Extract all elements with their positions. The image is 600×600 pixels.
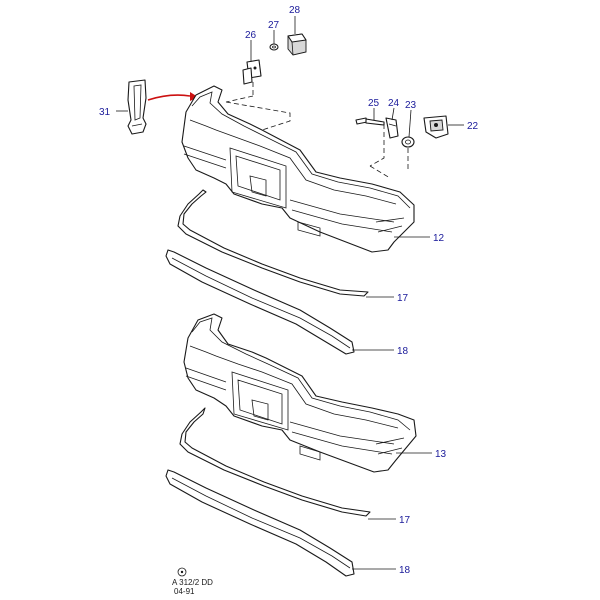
part-27-washer bbox=[269, 43, 279, 51]
assembly-line-upper-clip bbox=[225, 82, 291, 131]
callout-31: 31 bbox=[99, 107, 111, 118]
reference-stamp-icon bbox=[177, 567, 187, 577]
callout-27: 27 bbox=[268, 20, 280, 31]
part-28-block bbox=[287, 33, 307, 56]
leader-23 bbox=[408, 109, 412, 138]
callout-22: 22 bbox=[467, 121, 479, 132]
part-22-bracket bbox=[423, 115, 449, 139]
red-arrow-icon bbox=[147, 94, 191, 101]
part-26-clip bbox=[242, 59, 262, 85]
callout-18-lower: 18 bbox=[399, 565, 411, 576]
part-13-bumper bbox=[183, 313, 417, 473]
part-17-strip-lower bbox=[179, 407, 371, 517]
reference-code: A 312/2 DD bbox=[172, 578, 213, 587]
part-12-bumper bbox=[181, 85, 415, 253]
leader-24 bbox=[391, 107, 395, 121]
reference-date: 04-91 bbox=[174, 587, 195, 596]
callout-18-upper: 18 bbox=[397, 346, 409, 357]
assembly-line-fasteners bbox=[369, 124, 409, 179]
callout-13: 13 bbox=[435, 449, 447, 460]
part-31-bracket bbox=[127, 79, 147, 135]
callout-28: 28 bbox=[289, 5, 301, 16]
part-18-strip-lower bbox=[165, 469, 355, 577]
part-17-strip-upper bbox=[177, 189, 369, 297]
callout-25: 25 bbox=[368, 98, 380, 109]
callout-24: 24 bbox=[388, 98, 400, 109]
callout-23: 23 bbox=[405, 100, 417, 111]
part-18-strip-upper bbox=[165, 249, 355, 355]
part-24-clip bbox=[385, 117, 399, 139]
callout-17-upper: 17 bbox=[397, 293, 409, 304]
callout-26: 26 bbox=[245, 30, 257, 41]
red-arrowhead-icon bbox=[190, 92, 198, 101]
callout-17-lower: 17 bbox=[399, 515, 411, 526]
callout-12: 12 bbox=[433, 233, 445, 244]
part-25-bolt bbox=[355, 117, 385, 126]
part-23-nut bbox=[401, 136, 415, 148]
